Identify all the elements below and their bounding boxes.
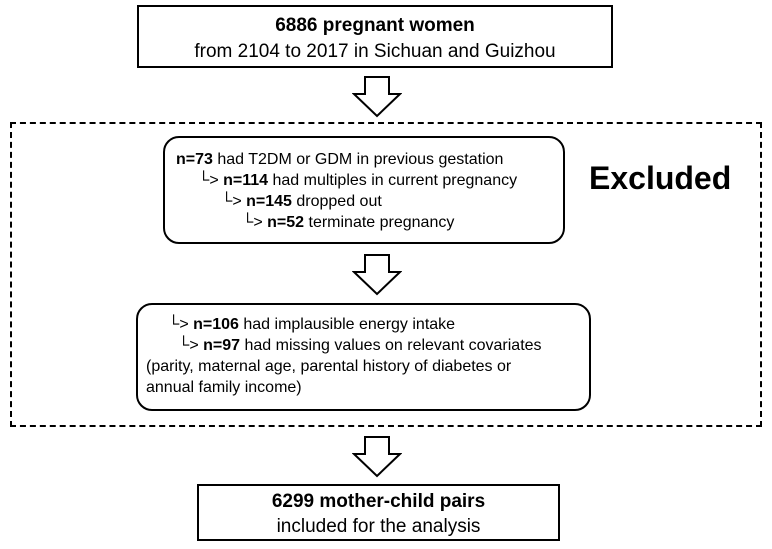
excluded-label: Excluded: [589, 160, 732, 196]
exclusion-region: [10, 122, 762, 427]
exclusion-count: n=114: [223, 172, 269, 189]
final-sample-description: included for the analysis: [276, 516, 481, 537]
exclusion-item: └> n=145 dropped out: [176, 191, 563, 212]
exclusion-reason: dropped out: [291, 193, 382, 210]
exclusion-count: n=145: [246, 193, 292, 210]
exclusion-prefix: └>: [178, 337, 204, 354]
exclusion-item: n=73 had T2DM or GDM in previous gestati…: [176, 149, 563, 170]
exclusion-item: └> n=52 terminate pregnancy: [176, 212, 563, 233]
exclusion-count: n=73: [176, 151, 213, 168]
down-arrow-icon: [352, 76, 402, 118]
exclusion-prefix: └>: [198, 172, 224, 189]
exclusion-reason: had T2DM or GDM in previous gestation: [212, 151, 504, 168]
enrollment-count: 6886 pregnant women: [275, 15, 475, 36]
exclusion-prefix: └>: [221, 193, 247, 210]
exclusion-count: n=52: [267, 214, 305, 231]
enrollment-description: from 2104 to 2017 in Sichuan and Guizhou: [194, 41, 556, 62]
exclusion-box-2: └> n=106 had implausible energy intake └…: [136, 303, 591, 411]
final-sample-box: 6299 mother-child pairs included for the…: [197, 484, 560, 541]
exclusion-item: └> n=114 had multiples in current pregna…: [176, 170, 563, 191]
down-arrow-icon: [352, 436, 402, 478]
exclusion-prefix: └>: [242, 214, 268, 231]
exclusion-reason: terminate pregnancy: [304, 214, 455, 231]
exclusion-reason: (parity, maternal age, parental history …: [146, 358, 512, 375]
exclusion-prefix: └>: [168, 316, 194, 333]
exclusion-count: n=97: [203, 337, 241, 354]
exclusion-item: └> n=106 had implausible energy intake: [146, 314, 589, 335]
exclusion-reason: annual family income): [146, 379, 302, 396]
exclusion-reason: had implausible energy intake: [238, 316, 456, 333]
enrollment-box: 6886 pregnant women from 2104 to 2017 in…: [137, 5, 613, 68]
final-sample-count: 6299 mother-child pairs: [271, 491, 486, 512]
exclusion-item: (parity, maternal age, parental history …: [146, 356, 589, 377]
exclusion-box-1: n=73 had T2DM or GDM in previous gestati…: [163, 136, 565, 244]
exclusion-item: └> n=97 had missing values on relevant c…: [146, 335, 589, 356]
exclusion-reason: had multiples in current pregnancy: [268, 172, 518, 189]
exclusion-count: n=106: [193, 316, 239, 333]
down-arrow-icon: [352, 254, 402, 296]
exclusion-reason: had missing values on relevant covariate…: [240, 337, 542, 354]
exclusion-item: annual family income): [146, 377, 589, 398]
